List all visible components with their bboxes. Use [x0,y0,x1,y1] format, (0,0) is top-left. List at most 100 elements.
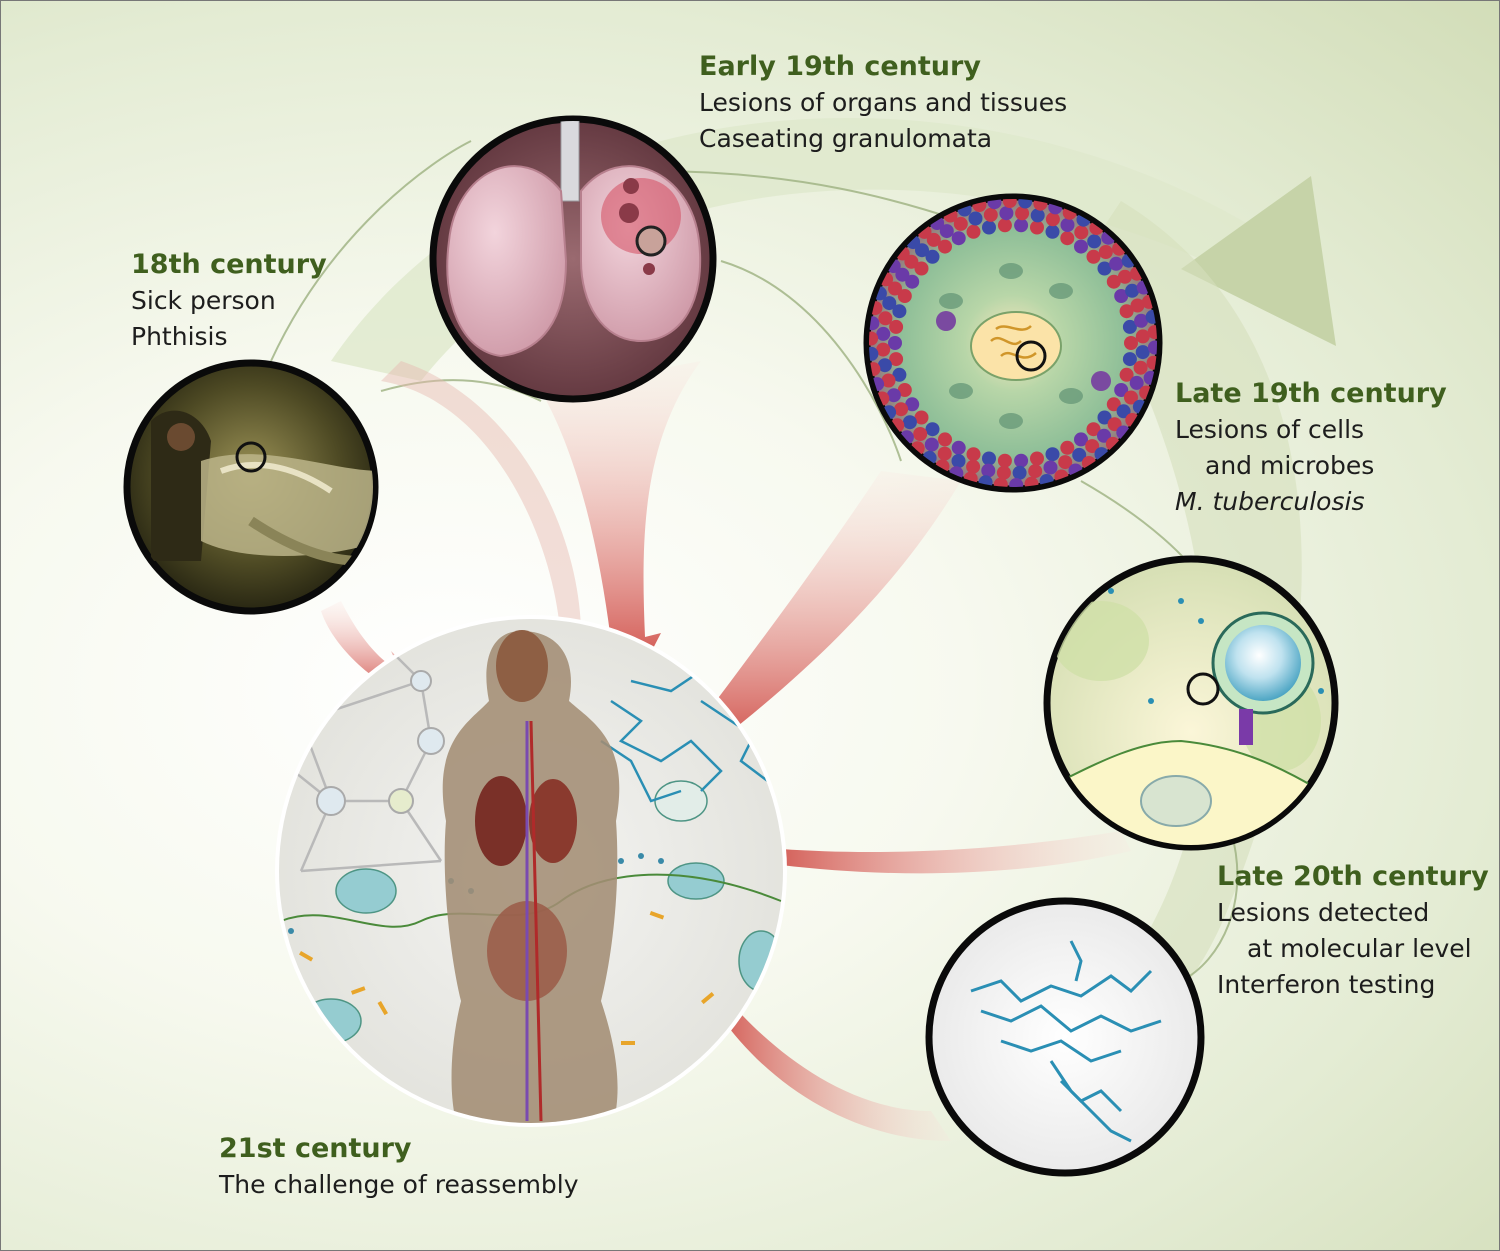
line-late20th-1: Lesions detected [1217,898,1430,927]
granuloma-cell-dot [1028,464,1043,479]
granuloma-cell-dot [905,274,920,289]
granuloma-cell-dot [1117,269,1132,284]
line-early19th-2: Caseating granulomata [699,124,993,153]
granuloma-cell-dot [924,437,939,452]
granuloma-cell-dot [1107,417,1122,432]
granuloma-cell-dot [902,415,917,430]
granuloma-cell-dot [869,346,879,361]
granuloma-cell-dot [869,331,879,346]
granuloma-cell-dot [981,463,996,478]
line-late20th-2: at molecular level [1247,934,1472,963]
lymphocyte-circle [1043,555,1339,851]
granuloma-cell-dot [904,254,919,269]
arrow-from-early19th [541,361,701,691]
granuloma-cell-dot [997,453,1012,468]
line-late20th-3: Interferon testing [1217,970,1436,999]
granuloma-cell-dot [1045,212,1060,227]
heading-late-20th-century: Late 20th century [1217,861,1489,892]
granuloma-cell-dot [882,296,897,311]
granuloma-cell-dot [876,342,891,357]
granuloma-cell-dot [897,383,912,397]
granuloma-cell-dot [939,224,954,239]
granuloma-cell-dot [999,206,1014,221]
label-21st-century: 21st century The challenge of reassembly [219,1131,579,1203]
granuloma-cell-dot [876,326,891,341]
granuloma-cell-dot [1106,274,1121,289]
granuloma-cell-dot [892,304,907,319]
granuloma-cell-dot [1012,465,1027,480]
label-late-20th-century: Late 20th century Lesions detected at mo… [1217,859,1489,1003]
granuloma-cell-dot [914,261,929,276]
granuloma-cell-dot [1135,345,1150,360]
heading-18th-century: 18th century [131,249,327,280]
granuloma-cell-dot [1030,220,1044,235]
line-late19th-1: Lesions of cells [1175,415,1365,444]
granuloma-cell-dot [1133,360,1148,375]
granuloma-cell-dot [983,207,998,222]
granuloma-cell-dot [892,367,907,382]
granuloma-cell-dot [938,239,952,254]
granuloma-cell-dot [951,231,966,246]
granuloma-cell-dot [1087,234,1102,249]
granuloma-cell-dot [877,358,892,373]
granuloma-cell-dot [1018,199,1033,209]
green-sweep-right [1001,201,1302,1111]
granuloma-cell-dot [1085,439,1100,454]
granuloma-cell-dot [886,388,901,403]
granuloma-cell-dot [925,422,940,437]
granuloma-cell-dot [897,289,912,303]
granuloma-cell-dot [1045,224,1060,239]
granuloma-cell-dot [966,447,981,462]
granuloma-cell-dot [1074,225,1089,240]
granuloma-cell-dot [1124,336,1138,350]
granuloma-cell-dot [996,465,1011,480]
heading-early-19th-century: Early 19th century [699,51,981,82]
granuloma-cell-dot [1097,410,1112,425]
granuloma-cell-dot [1009,478,1024,487]
line-21st-1: The challenge of reassembly [219,1170,579,1199]
granuloma-cell-dot [1030,208,1045,223]
granuloma-cell-dot [878,311,893,326]
granuloma-cell-dot [1058,455,1073,470]
granuloma-cell-dot [888,336,902,350]
granuloma-cell-dot [966,459,981,474]
granuloma-cell-dot [914,410,929,425]
granuloma-cell-dot [889,352,904,367]
granuloma-cell-dot [938,432,952,447]
line-late19th-2: and microbes [1205,451,1375,480]
granuloma-cell-dot [905,397,920,412]
granuloma-cell-dot [1146,355,1157,370]
granuloma-cell-dot [881,373,896,388]
granuloma-cell-dot [1098,245,1113,259]
label-late-19th-century: Late 19th century Lesions of cells and m… [1175,376,1447,520]
granuloma-cell-dot [1060,218,1075,232]
heading-21st-century: 21st century [219,1133,412,1164]
granuloma-cell-dot [1134,313,1149,328]
granuloma-cell-dot [1106,397,1121,412]
granuloma-cell-dot [1074,239,1088,254]
granuloma-cell-dot [1114,289,1129,303]
granuloma-cell-dot [997,218,1012,233]
line-late19th-3: M. tuberculosis [1175,487,1365,516]
granuloma-cell-dot [953,216,968,231]
granuloma-cell-dot [926,232,941,247]
granuloma-cell-dot [869,316,880,331]
granuloma-cell-dot [1119,304,1134,319]
granuloma-cell-dot [1086,249,1101,264]
granuloma-circle [863,193,1163,493]
human-figure [442,630,620,1123]
granuloma-cell-dot [966,224,981,239]
granuloma-cell-dot [982,451,996,466]
granuloma-cell-dot [1119,367,1134,382]
arrow-from-late19th [669,471,961,769]
granuloma-cell-dot [951,454,966,468]
granuloma-cell-dot [1086,422,1101,437]
granuloma-cell-dot [1024,476,1039,487]
painting-circle [123,359,379,615]
granuloma-cell-dot [1130,298,1145,313]
granuloma-cell-dot [1124,390,1138,405]
granuloma-cell-dot [993,477,1008,487]
granuloma-cell-dot [1129,375,1144,390]
